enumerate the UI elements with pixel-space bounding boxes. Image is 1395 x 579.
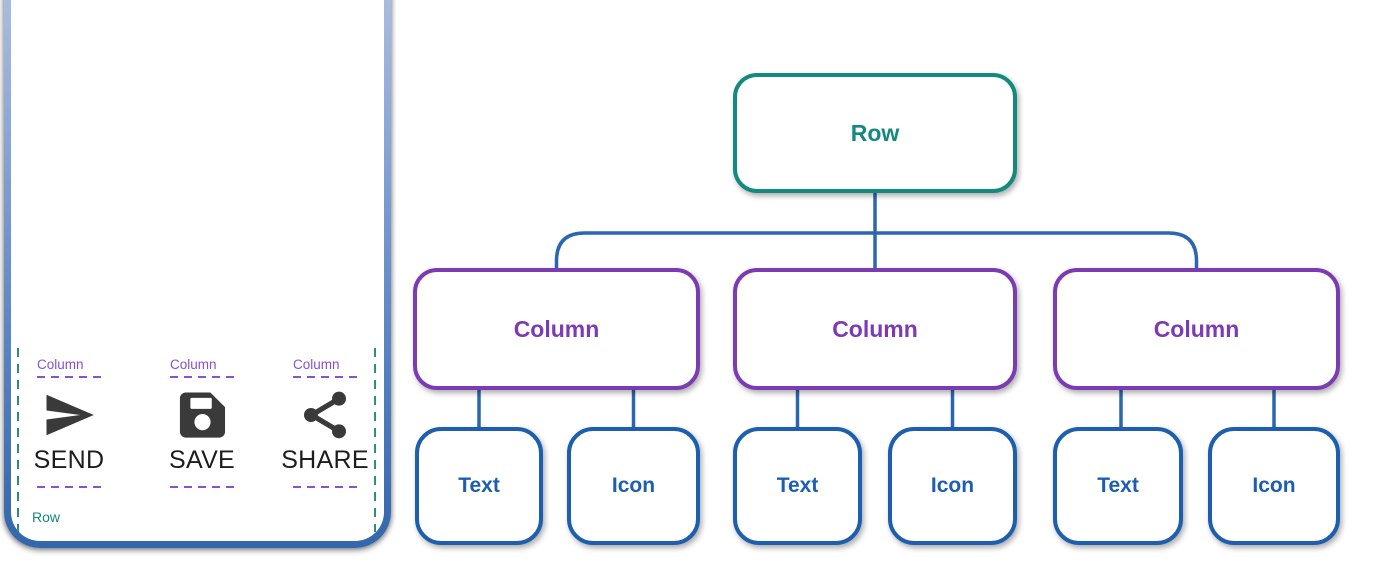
tree-node-label: Column <box>832 315 918 342</box>
preview-column-save: Column SAVE <box>168 356 236 488</box>
phone-screen <box>11 0 384 541</box>
tree-node-row: Row <box>733 73 1017 193</box>
share-button-label: SHARE <box>281 446 369 474</box>
tree-node-label: Text <box>458 474 500 497</box>
column-outline-label: Column <box>37 357 84 372</box>
save-icon <box>174 386 231 444</box>
phone-frame <box>4 0 391 548</box>
column-outline-label: Column <box>293 357 340 372</box>
row-outline-label: Row <box>32 509 61 525</box>
row-outline-right-edge <box>374 348 376 532</box>
tree-node-column-2: Column <box>733 268 1017 390</box>
preview-column-send: Column SEND <box>34 356 104 488</box>
column-outline-dash-top <box>293 376 357 378</box>
tree-node-label: Text <box>1097 474 1139 497</box>
tree-node-column-3: Column <box>1053 268 1340 390</box>
column-outline-dash-bottom <box>37 486 101 488</box>
share-icon <box>297 386 353 444</box>
row-outline-left-edge <box>17 348 19 532</box>
tree-node-text-2: Text <box>733 427 862 545</box>
tree-node-label: Icon <box>1252 474 1296 497</box>
tree-node-label: Icon <box>611 474 656 497</box>
tree-node-label: Row <box>850 119 900 146</box>
send-icon <box>38 386 100 444</box>
tree-node-column-1: Column <box>413 268 700 390</box>
tree-node-label: Column <box>513 315 600 342</box>
tree-node-label: Column <box>1153 315 1240 342</box>
tree-node-icon-3: Icon <box>1208 427 1340 545</box>
preview-column-share: Column SHARE <box>281 356 369 488</box>
column-outline-dash-bottom <box>170 486 234 488</box>
send-button-label: SEND <box>33 446 105 474</box>
tree-node-text-3: Text <box>1053 427 1183 545</box>
column-outline-dash-top <box>37 376 101 378</box>
tree-node-label: Icon <box>930 474 975 497</box>
tree-node-icon-2: Icon <box>888 427 1017 545</box>
tree-node-icon-1: Icon <box>567 427 700 545</box>
tree-node-label: Text <box>776 474 819 497</box>
tree-node-text-1: Text <box>415 427 543 545</box>
column-outline-dash-bottom <box>293 486 357 488</box>
save-button-label: SAVE <box>168 446 236 474</box>
column-outline-label: Column <box>170 357 217 372</box>
column-outline-dash-top <box>170 376 234 378</box>
